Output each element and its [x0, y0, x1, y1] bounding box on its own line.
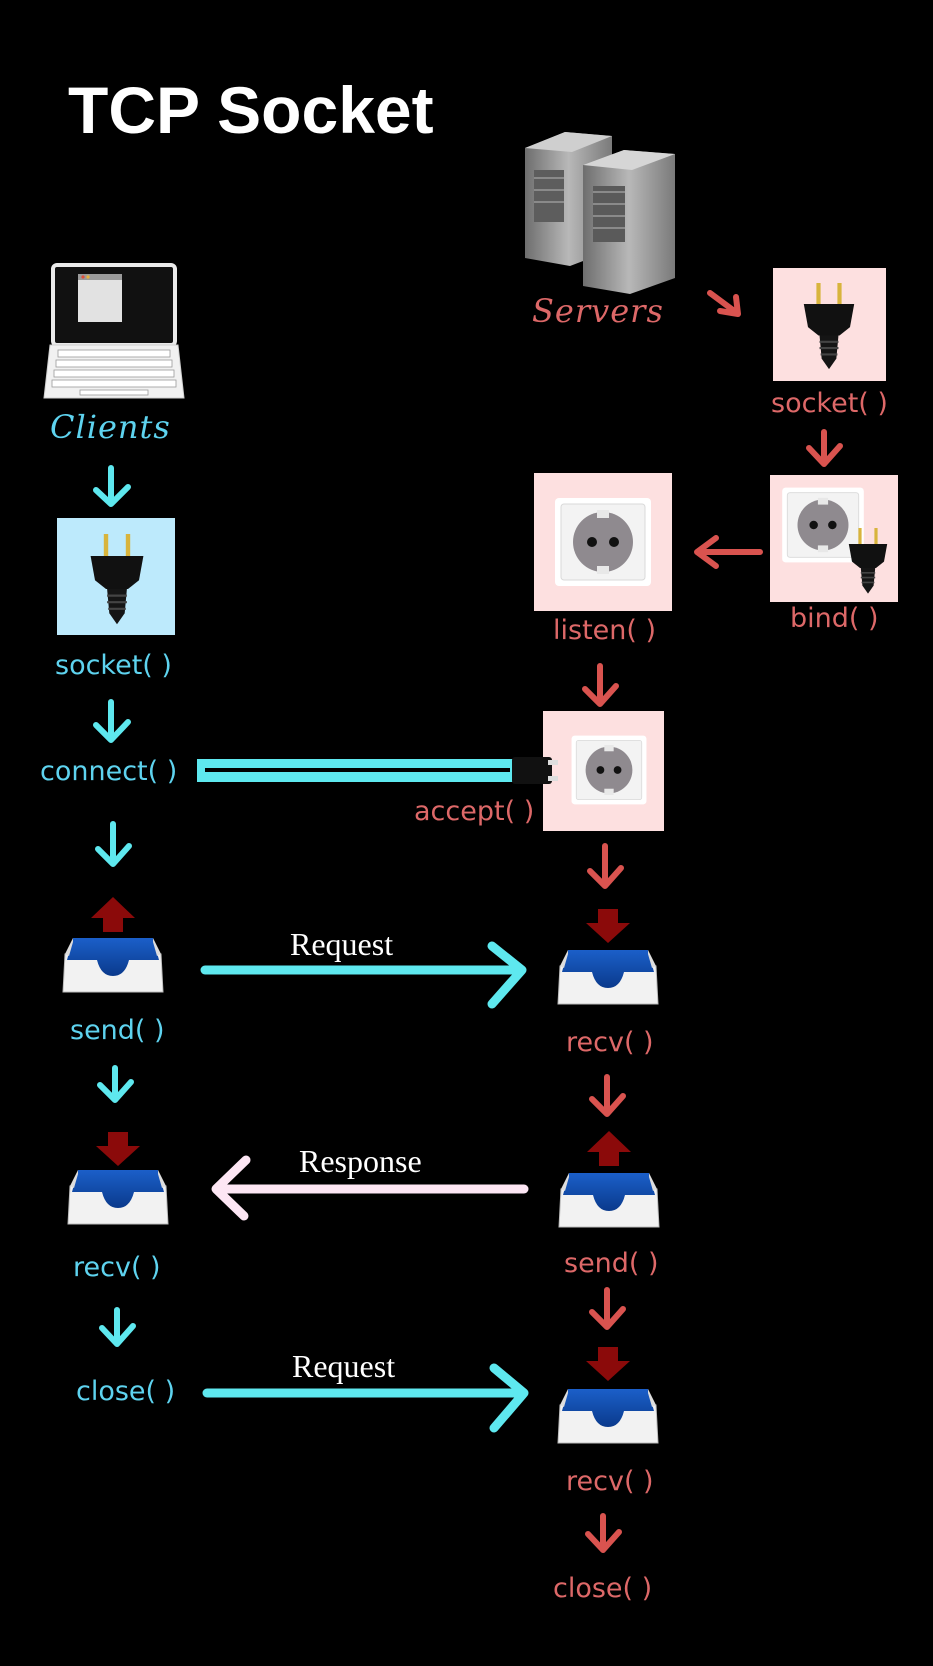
- client-recv-tray-icon: [67, 1169, 169, 1225]
- request-arrow-2: [202, 1363, 529, 1433]
- request-arrow-1: [200, 941, 527, 1009]
- server-recv2-down-arrow: [586, 1347, 630, 1381]
- listen-outlet-icon: [554, 497, 652, 587]
- server-socket-label: socket( ): [771, 388, 888, 419]
- request-label-1: Request: [290, 926, 394, 962]
- response-label: Response: [299, 1143, 422, 1179]
- server-close-label: close( ): [553, 1573, 653, 1604]
- clients-label: Clients: [50, 408, 171, 446]
- response-arrow: [211, 1155, 529, 1221]
- servers-icon: [525, 132, 675, 294]
- client-send-up-arrow: [91, 897, 135, 932]
- server-listen-label: listen( ): [553, 615, 657, 646]
- client-socket-label: socket( ): [55, 650, 172, 681]
- connection-cable: [197, 757, 558, 784]
- client-close-label: close( ): [76, 1376, 176, 1407]
- server-recv2-label: recv( ): [566, 1466, 654, 1497]
- laptop-icon: [43, 263, 185, 399]
- client-recv-down-arrow: [96, 1132, 140, 1166]
- server-send-label: send( ): [564, 1248, 659, 1279]
- server-bind-label: bind( ): [790, 603, 879, 634]
- server-recv-tray-icon: [557, 949, 659, 1005]
- server-accept-label: accept( ): [414, 796, 535, 827]
- server-recv2-tray-icon: [557, 1388, 659, 1444]
- client-flow-arrows: [93, 465, 136, 1347]
- accept-outlet-icon: [571, 735, 647, 805]
- client-connect-label: connect( ): [40, 756, 178, 787]
- client-send-label: send( ): [70, 1015, 165, 1046]
- server-recv-label: recv( ): [566, 1027, 654, 1058]
- servers-label: Servers: [532, 292, 664, 330]
- server-recv-down-arrow: [586, 909, 630, 943]
- server-send-up-arrow: [587, 1131, 631, 1166]
- server-send-tray-icon: [558, 1172, 660, 1228]
- request-label-2: Request: [292, 1348, 396, 1384]
- client-recv-label: recv( ): [73, 1252, 161, 1283]
- page-title: TCP Socket: [68, 73, 434, 147]
- client-send-tray-icon: [62, 937, 164, 993]
- server-flow-arrows: [582, 290, 843, 1553]
